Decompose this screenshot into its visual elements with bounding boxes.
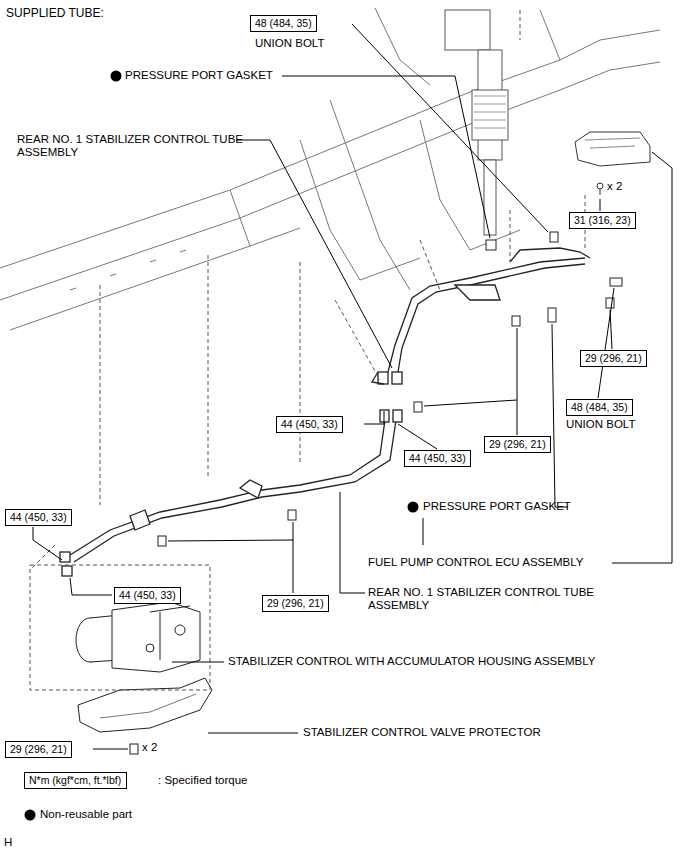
torque-box: 48 (484, 35) xyxy=(566,399,633,416)
non-reusable-dots xyxy=(25,71,419,821)
torque-value: 44 (450, 33) xyxy=(409,452,466,464)
legend-unit-box: N*m (kgf*cm, ft.*lbf) xyxy=(24,772,127,789)
shock-absorber xyxy=(445,10,508,235)
torque-box: 29 (296, 21) xyxy=(484,436,551,453)
torque-box: 48 (484, 35) xyxy=(250,15,317,32)
part-label: PRESSURE PORT GASKET xyxy=(423,500,573,513)
part-label: STABILIZER CONTROL WITH ACCUMULATOR HOUS… xyxy=(228,655,595,668)
part-label: UNION BOLT xyxy=(566,418,635,431)
torque-box: 44 (450, 33) xyxy=(114,587,181,604)
torque-box: 29 (296, 21) xyxy=(5,741,72,758)
part-label: STABILIZER CONTROL VALVE PROTECTOR xyxy=(303,726,541,739)
part-label: FUEL PUMP CONTROL ECU ASSEMBLY xyxy=(368,556,583,569)
torque-box: 29 (296, 21) xyxy=(262,595,329,612)
valve-protector xyxy=(78,678,212,732)
legend-text: : Specified torque xyxy=(158,774,248,787)
torque-box: 44 (450, 33) xyxy=(276,416,343,433)
torque-box: 29 (296, 21) xyxy=(580,350,647,367)
torque-value: 44 (450, 33) xyxy=(119,589,176,601)
torque-value: 29 (296, 21) xyxy=(489,438,546,450)
torque-box: 44 (450, 33) xyxy=(404,450,471,467)
part-label: REAR NO. 1 STABILIZER CONTROL TUBE ASSEM… xyxy=(368,586,600,612)
torque-value: 44 (450, 33) xyxy=(281,418,338,430)
legend-text: Non-reusable part xyxy=(40,808,132,821)
control-tubes xyxy=(60,248,590,576)
part-label: REAR NO. 1 STABILIZER CONTROL TUBE ASSEM… xyxy=(17,133,245,159)
torque-value: N*m (kgf*cm, ft.*lbf) xyxy=(29,774,121,786)
part-label: UNION BOLT xyxy=(255,37,324,50)
part-label: x 2 xyxy=(607,180,622,193)
torque-box: 44 (450, 33) xyxy=(5,509,72,526)
fuel-pump-ecu xyxy=(575,132,650,195)
part-label: PRESSURE PORT GASKET xyxy=(125,69,273,82)
part-label: x 2 xyxy=(142,741,157,754)
part-label: H xyxy=(4,836,12,849)
torque-value: 29 (296, 21) xyxy=(585,352,642,364)
torque-value: 31 (316, 23) xyxy=(574,214,631,226)
torque-value: 48 (484, 35) xyxy=(255,17,312,29)
diagram-title: SUPPLIED TUBE: xyxy=(6,7,104,20)
torque-value: 44 (450, 33) xyxy=(10,511,67,523)
leader-lines xyxy=(33,24,672,749)
bolts-and-gaskets xyxy=(130,232,622,754)
torque-value: 48 (484, 35) xyxy=(571,401,628,413)
vehicle-frame xyxy=(0,8,660,330)
torque-value: 29 (296, 21) xyxy=(10,743,67,755)
torque-box: 31 (316, 23) xyxy=(569,212,636,229)
torque-value: 29 (296, 21) xyxy=(267,597,324,609)
